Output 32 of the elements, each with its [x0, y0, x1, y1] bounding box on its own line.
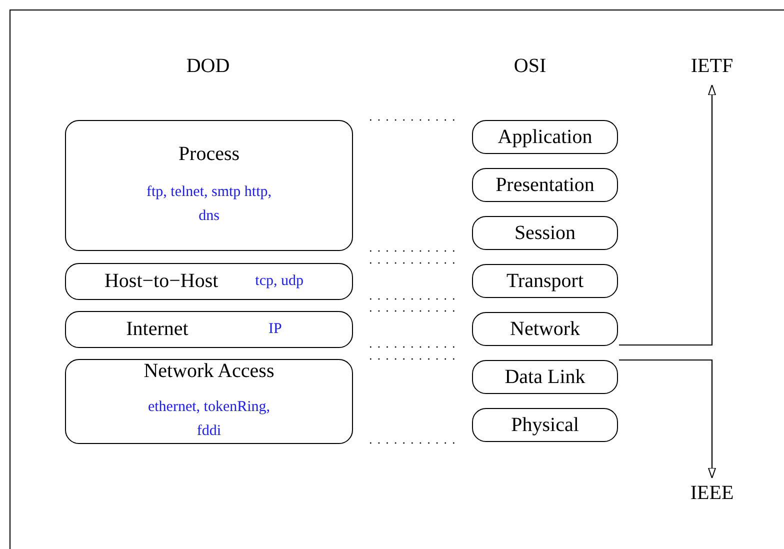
protocol-list: IP — [268, 321, 282, 338]
column-heading: DOD — [185, 55, 231, 78]
layer-name: Physical — [511, 414, 579, 436]
column-heading: OSI — [512, 55, 548, 78]
layer-box — [472, 264, 618, 298]
layer-box — [472, 120, 618, 154]
layer-name: Network — [510, 318, 580, 340]
layer-name: Process — [178, 143, 240, 166]
layer-name: Session — [514, 222, 576, 244]
layer-name: Host−to−Host — [104, 270, 218, 293]
arrow — [619, 84, 716, 346]
layer-box — [472, 408, 618, 442]
protocol-list: ethernet, tokenRing, fddi — [139, 395, 279, 443]
layer-name: Application — [498, 126, 592, 148]
layer-name: Transport — [506, 270, 584, 292]
protocol-list: tcp, udp — [255, 273, 304, 290]
layer-box — [472, 360, 618, 394]
layer-box — [65, 359, 353, 444]
layer-box — [65, 311, 353, 348]
layer-box — [472, 216, 618, 250]
layer-box — [65, 263, 353, 300]
standards-body-label: IETF — [682, 55, 742, 81]
layer-name: Network Access — [144, 360, 274, 383]
layer-box — [472, 312, 618, 346]
layer-box — [65, 120, 353, 251]
layer-name: Data Link — [504, 366, 586, 388]
layer-box — [472, 168, 618, 202]
layer-name: Internet — [126, 318, 188, 341]
standards-body-label: IEEE — [682, 482, 742, 508]
layer-name: Presentation — [496, 174, 594, 196]
protocol-list: ftp, telnet, smtp http, dns — [139, 180, 279, 228]
arrow — [619, 359, 716, 478]
